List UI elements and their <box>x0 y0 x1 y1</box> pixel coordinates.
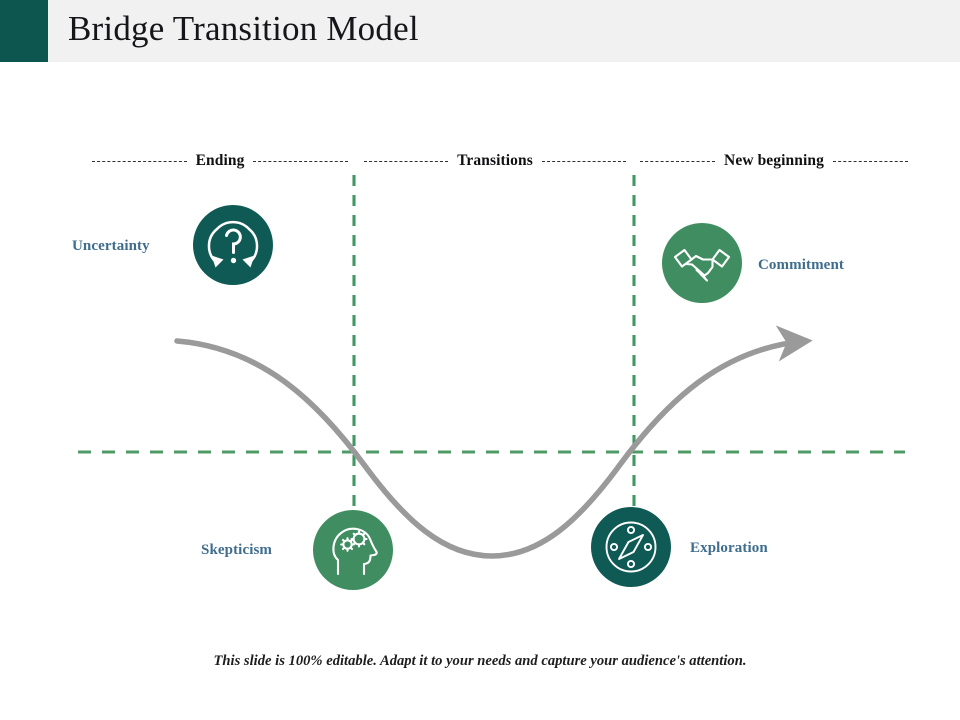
compass-icon <box>605 521 657 573</box>
node-label-uncertainty: Uncertainty <box>72 238 150 254</box>
diagram-stage: Ending Transitions New beginning Uncerta… <box>0 62 960 720</box>
page-title: Bridge Transition Model <box>68 9 419 48</box>
phase-rule-left <box>640 160 716 162</box>
head-gears-icon <box>332 527 378 576</box>
phase-rule-right <box>253 160 349 162</box>
phase-rule-left <box>92 160 187 162</box>
node-label-exploration: Exploration <box>690 540 768 556</box>
transition-curve-chart <box>78 175 905 559</box>
phase-rule-right <box>832 160 909 162</box>
exploration-badge[interactable] <box>591 507 671 587</box>
skepticism-badge[interactable] <box>313 510 393 590</box>
commitment-badge[interactable] <box>662 223 742 303</box>
uncertainty-badge[interactable] <box>193 205 273 285</box>
phase-header-new-beginning: New beginning <box>640 150 909 172</box>
node-label-commitment: Commitment <box>758 257 844 273</box>
phase-label-transitions: Transitions <box>457 152 533 169</box>
header-accent-block <box>0 0 48 62</box>
phase-header-ending: Ending <box>92 150 349 172</box>
slide-header-bar: Bridge Transition Model <box>0 0 960 62</box>
question-mark-cycle-icon <box>207 220 259 268</box>
phase-rule-left <box>364 160 449 162</box>
phase-label-ending: Ending <box>195 152 245 169</box>
footer-note: This slide is 100% editable. Adapt it to… <box>213 653 747 669</box>
arrowhead-left <box>211 255 224 268</box>
phase-label-new-beginning: New beginning <box>724 152 824 169</box>
arrowhead-right <box>242 255 255 268</box>
transition-curve <box>174 325 813 559</box>
node-label-skepticism: Skepticism <box>201 542 273 558</box>
handshake-icon <box>673 248 731 282</box>
phase-rule-right <box>541 160 626 162</box>
phase-header-transitions: Transitions <box>364 150 626 172</box>
